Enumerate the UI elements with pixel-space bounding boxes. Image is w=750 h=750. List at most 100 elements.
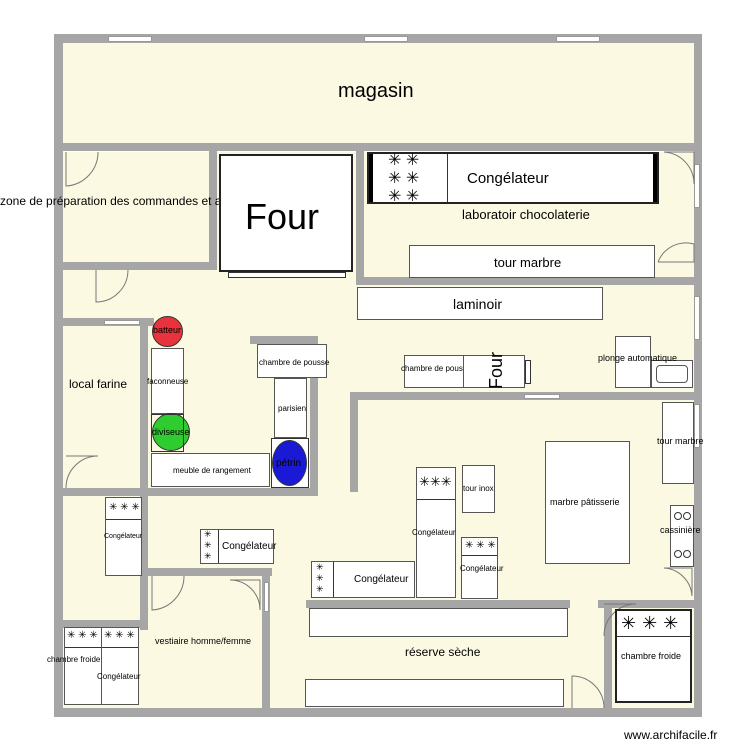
wall-prep-right <box>209 151 217 266</box>
freezer-f-top <box>102 628 138 648</box>
sink-basin <box>656 365 688 383</box>
label-meuble-rangement: meuble de rangement <box>173 466 251 475</box>
freezer-labo-right-edge <box>653 154 657 202</box>
label-labo-chocolaterie: laboratoir chocolaterie <box>462 207 590 222</box>
counter-tour-marbre-top: tour marbre <box>409 245 655 278</box>
snowflake-icon: ✳ ✳ ✳ <box>67 630 98 641</box>
wall-cf-right-top <box>598 600 694 608</box>
label-congelateur-d: Congélateur <box>222 541 277 552</box>
window-top-3 <box>556 36 600 42</box>
freezer-labo-divider <box>447 154 448 202</box>
stove-cassiniere <box>670 505 694 567</box>
coldroom-right-top <box>617 611 690 637</box>
snowflake-icon: ✳✳✳ <box>204 529 212 561</box>
oven-four-small-door <box>525 360 531 384</box>
label-congelateur-c: Congélateur <box>354 574 409 585</box>
counter-tour-inox: tour inox <box>462 465 495 513</box>
window-right-2 <box>694 296 700 340</box>
label-congelateur-f: Congélateur <box>97 672 141 681</box>
oven-four-small: Four <box>463 351 525 390</box>
snowflake-icon: ✳ ✳ ✳ <box>104 630 135 641</box>
window-top-1 <box>108 36 152 42</box>
label-local-farine: local farine <box>69 377 128 391</box>
freezer-labo: Congélateur <box>367 152 659 204</box>
floor-magasin <box>62 42 694 144</box>
wall-patis-top <box>350 392 694 400</box>
wall-congel-right <box>140 494 148 630</box>
label-batteur: batteur <box>153 325 182 335</box>
label-tour-inox: tour inox <box>463 484 494 493</box>
proofer-chambre-pousse-left: chambre de pousse <box>257 344 330 378</box>
freezer-congelateur-c: ✳✳✳ Congélateur <box>311 561 415 598</box>
wall-four-right <box>356 151 364 279</box>
shelf-reserve-bottom <box>305 679 564 707</box>
wall-vestiaire-right <box>262 568 270 716</box>
watermark: www.archifacile.fr <box>624 728 718 742</box>
oven-four: Four <box>219 154 353 272</box>
burner-icon <box>683 512 691 520</box>
window-right-3 <box>694 404 700 448</box>
coldroom-chambre-froide-left: ✳ ✳ ✳ <box>64 627 102 705</box>
freezer-congelateur-d: ✳✳✳ Congélateur <box>200 529 277 564</box>
counter-tour-marbre-right: tour marbre <box>657 402 704 484</box>
freezer-congelateur-a: ✳✳✳ Congélateur <box>412 467 456 598</box>
sink-plonge <box>651 360 693 388</box>
window-inner-2 <box>524 394 560 399</box>
label-faconneuse: faconneuse <box>147 377 189 386</box>
label-tour-marbre-top: tour marbre <box>494 255 562 270</box>
machine-faconneuse: faconneuse <box>147 348 188 414</box>
wall-reserve-top <box>306 600 570 608</box>
label-chambre-pousse-mid: chambre de pousse <box>401 364 472 373</box>
shelf-reserve-top <box>309 608 568 637</box>
diviseuse-frame <box>151 414 184 452</box>
label-parisien: parisien <box>278 404 307 413</box>
oven-four-base <box>228 272 346 278</box>
snowflake-icon: ✳✳✳ <box>621 613 685 633</box>
label-diviseuse: diviseuse <box>152 427 190 437</box>
wall-farine-right <box>140 318 148 494</box>
dishwasher-plonge <box>615 336 651 388</box>
label-chambre-froide-right: chambre froide <box>621 651 682 661</box>
wall-farine-bottom <box>62 488 318 496</box>
burner-icon <box>674 550 682 558</box>
burner-icon <box>683 550 691 558</box>
freezer-c-left <box>312 562 334 597</box>
snowflake-icon: ✳✳✳ <box>316 562 324 594</box>
freezer-congelateur-f: ✳ ✳ ✳ <box>101 627 139 705</box>
wall-kneading-top <box>250 336 318 344</box>
snowflake-icon: ✳ ✳ <box>388 188 420 205</box>
table-marbre-patisserie: marbre pâtisserie <box>545 441 630 564</box>
freezer-e-top <box>106 498 141 520</box>
coldroom-chambre-froide-right: ✳✳✳ chambre froide <box>615 609 692 703</box>
label-reserve: réserve sèche <box>405 645 481 659</box>
wall-mid-top <box>148 318 154 326</box>
snowflake-icon: ✳ ✳ <box>388 170 420 187</box>
freezer-labo-left-edge <box>369 154 373 202</box>
proofer-chambre-pousse-mid: chambre de pousse <box>401 355 471 388</box>
machine-laminoir: laminoir <box>357 287 603 320</box>
label-congelateur-e: Congélateur <box>104 533 143 540</box>
wall-labo-bottom <box>356 277 694 285</box>
label-plonge: plonge automatique <box>598 353 678 363</box>
coldroom-left-top <box>65 628 101 648</box>
label-congelateur-a: Congélateur <box>412 528 456 537</box>
label-four: Four <box>245 196 320 237</box>
freezer-d-left <box>201 530 219 563</box>
label-four-small: Four <box>486 351 507 390</box>
snowflake-icon: ✳ ✳ <box>388 152 420 169</box>
label-chambre-pousse-left: chambre de pousse <box>259 358 330 367</box>
burner-icon <box>674 512 682 520</box>
freezer-congelateur-b: ✳ ✳ ✳ Congélateur <box>460 537 504 599</box>
label-magasin: magasin <box>338 80 414 102</box>
machine-batteur: batteur <box>152 316 183 347</box>
wall-vestiaire-top <box>140 568 272 576</box>
label-chambre-froide-left: chambre froide <box>47 655 101 664</box>
label-tour-marbre-right: tour marbre <box>657 436 704 446</box>
machine-petrin: pétrin <box>272 440 307 486</box>
snowflake-icon: ✳ ✳ ✳ <box>109 502 140 513</box>
label-zone-preparation: zone de préparation des commandes et aut… <box>0 194 249 208</box>
snowflake-icon: ✳✳✳ <box>419 474 452 489</box>
window-right-1 <box>694 164 700 208</box>
freezer-b-top <box>462 538 497 556</box>
